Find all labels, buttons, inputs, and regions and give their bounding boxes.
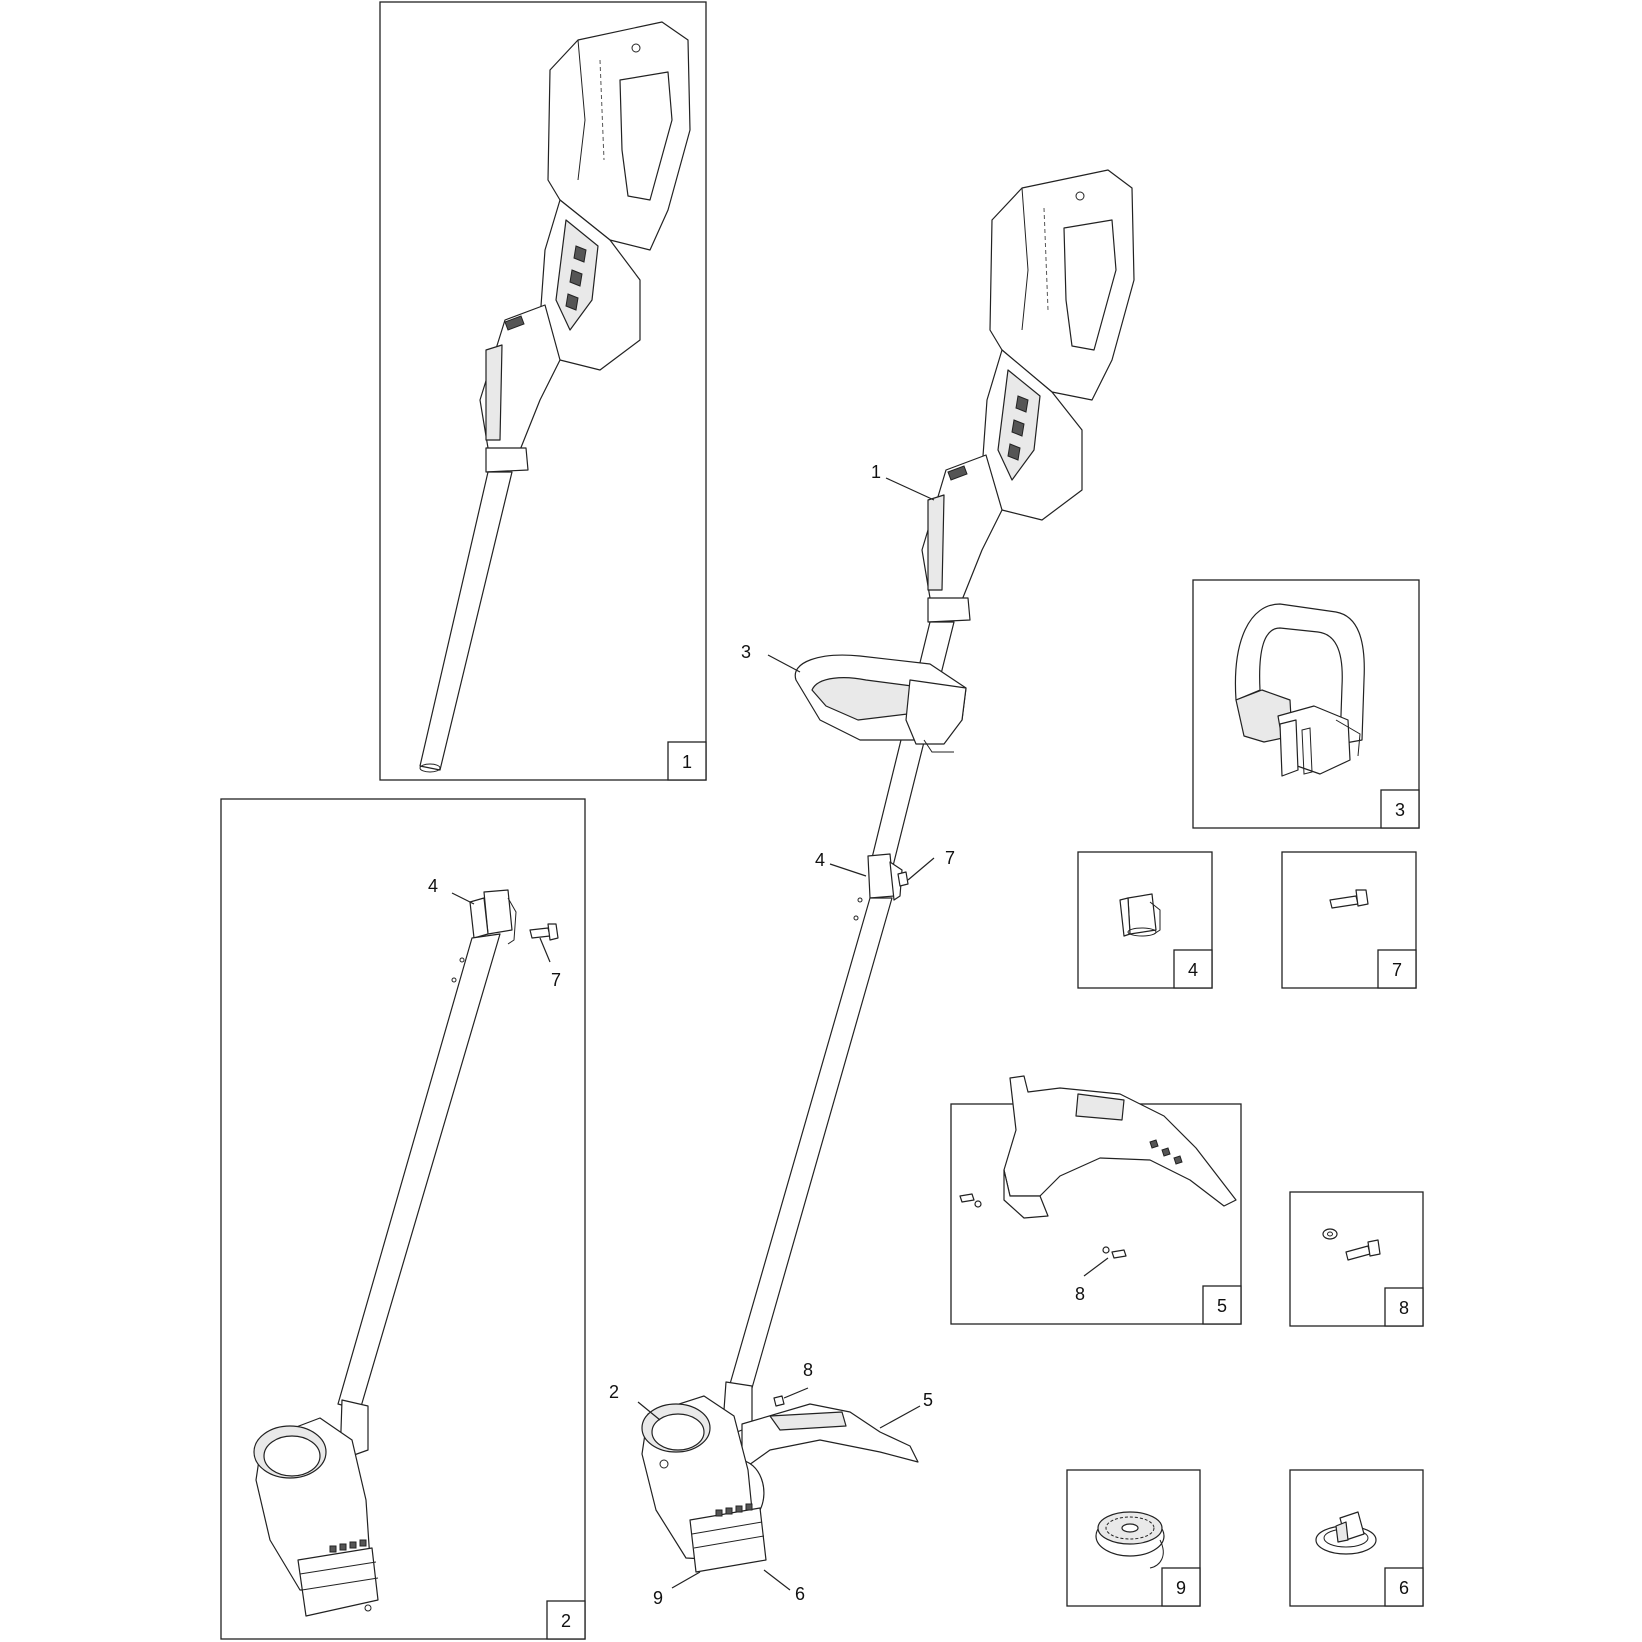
panel-1-frame [379, 1, 707, 781]
panel-7: 7 [1281, 851, 1417, 989]
callout-2-lower-shaft: 2 [609, 1382, 619, 1402]
panel-2-tag [546, 1600, 586, 1640]
panel-9-number: 9 [1176, 1578, 1186, 1598]
bolt-drawing [1329, 889, 1369, 909]
panel-6-number: 6 [1399, 1578, 1409, 1598]
panel-1: 1 [379, 1, 707, 781]
panel-3-number: 3 [1395, 800, 1405, 820]
screw-washer-drawing [1322, 1228, 1381, 1261]
panel-4: 4 [1077, 851, 1213, 989]
panel-2-number: 2 [561, 1611, 571, 1631]
upper-shaft-assembly-drawing [419, 21, 691, 773]
guard-drawing [959, 1075, 1237, 1259]
panel-2-callout-4: 4 [428, 876, 438, 896]
assist-handle-drawing [1234, 603, 1365, 777]
panel-9-frame [1066, 1469, 1201, 1607]
callout-4-coupler: 4 [815, 850, 825, 870]
panel-7-frame [1281, 851, 1417, 989]
panel-4-frame [1077, 851, 1213, 989]
panel-8-number: 8 [1399, 1298, 1409, 1318]
panel-6: 6 [1289, 1469, 1424, 1607]
spool-cap-drawing [1315, 1511, 1377, 1555]
callout-5-guard: 5 [923, 1390, 933, 1410]
panel-9-tag [1161, 1567, 1201, 1607]
panel-9: 9 [1066, 1469, 1201, 1607]
coupler-drawing [1119, 893, 1161, 937]
callout-9-spool: 9 [653, 1588, 663, 1608]
callout-7-bolt: 7 [945, 848, 955, 868]
callout-6-spool-cap: 6 [795, 1584, 805, 1604]
panel-4-tag [1173, 949, 1213, 989]
panel-3: 3 [1192, 579, 1420, 829]
callout-8-screw: 8 [803, 1360, 813, 1380]
panel-7-tag [1377, 949, 1417, 989]
panel-3-tag [1380, 789, 1420, 829]
panel-8-frame [1289, 1191, 1424, 1327]
panel-8-tag [1384, 1287, 1424, 1327]
panel-8: 8 [1289, 1191, 1424, 1327]
panel-7-number: 7 [1392, 960, 1402, 980]
panel-6-frame [1289, 1469, 1424, 1607]
panel-4-number: 4 [1188, 960, 1198, 980]
main-assembly: 1 3 4 7 8 2 5 9 6 [609, 169, 1135, 1608]
spool-drawing [1095, 1511, 1165, 1569]
callout-1-upper-shaft: 1 [871, 462, 881, 482]
panel-1-tag [667, 741, 707, 781]
panel-2-frame [220, 798, 586, 1640]
panel-3-frame [1192, 579, 1420, 829]
panel-5-callout-8: 8 [1075, 1284, 1085, 1304]
panel-2: 4 7 2 [220, 798, 586, 1640]
panel-5-tag [1202, 1285, 1242, 1325]
callout-3-assist-handle: 3 [741, 642, 751, 662]
panel-5-number: 5 [1217, 1296, 1227, 1316]
lower-shaft-assembly-drawing [253, 889, 559, 1617]
panel-2-callout-7: 7 [551, 970, 561, 990]
panel-6-tag [1384, 1567, 1424, 1607]
panel-1-number: 1 [682, 752, 692, 772]
panel-5: 8 5 [950, 1075, 1242, 1325]
